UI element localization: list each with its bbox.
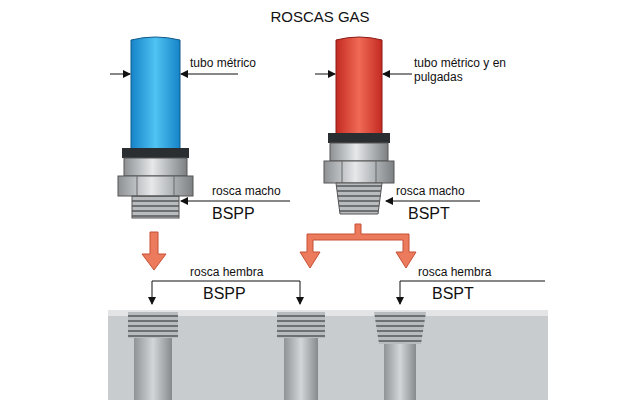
thread-type: BSPT [408,205,450,223]
part-label: rosca macho [396,184,465,198]
part-label: tubo métrico [190,56,256,70]
thread-type: BSPP [203,285,246,303]
thread-type: BSPP [212,205,255,223]
part-label: tubo métrico y en pulgadas [414,56,510,84]
thread-type: BSPT [432,285,474,303]
part-label: rosca hembra [190,265,263,279]
part-label: rosca hembra [418,265,491,279]
part-label: rosca macho [212,184,281,198]
diagram-title: ROSCAS GAS [270,8,369,26]
